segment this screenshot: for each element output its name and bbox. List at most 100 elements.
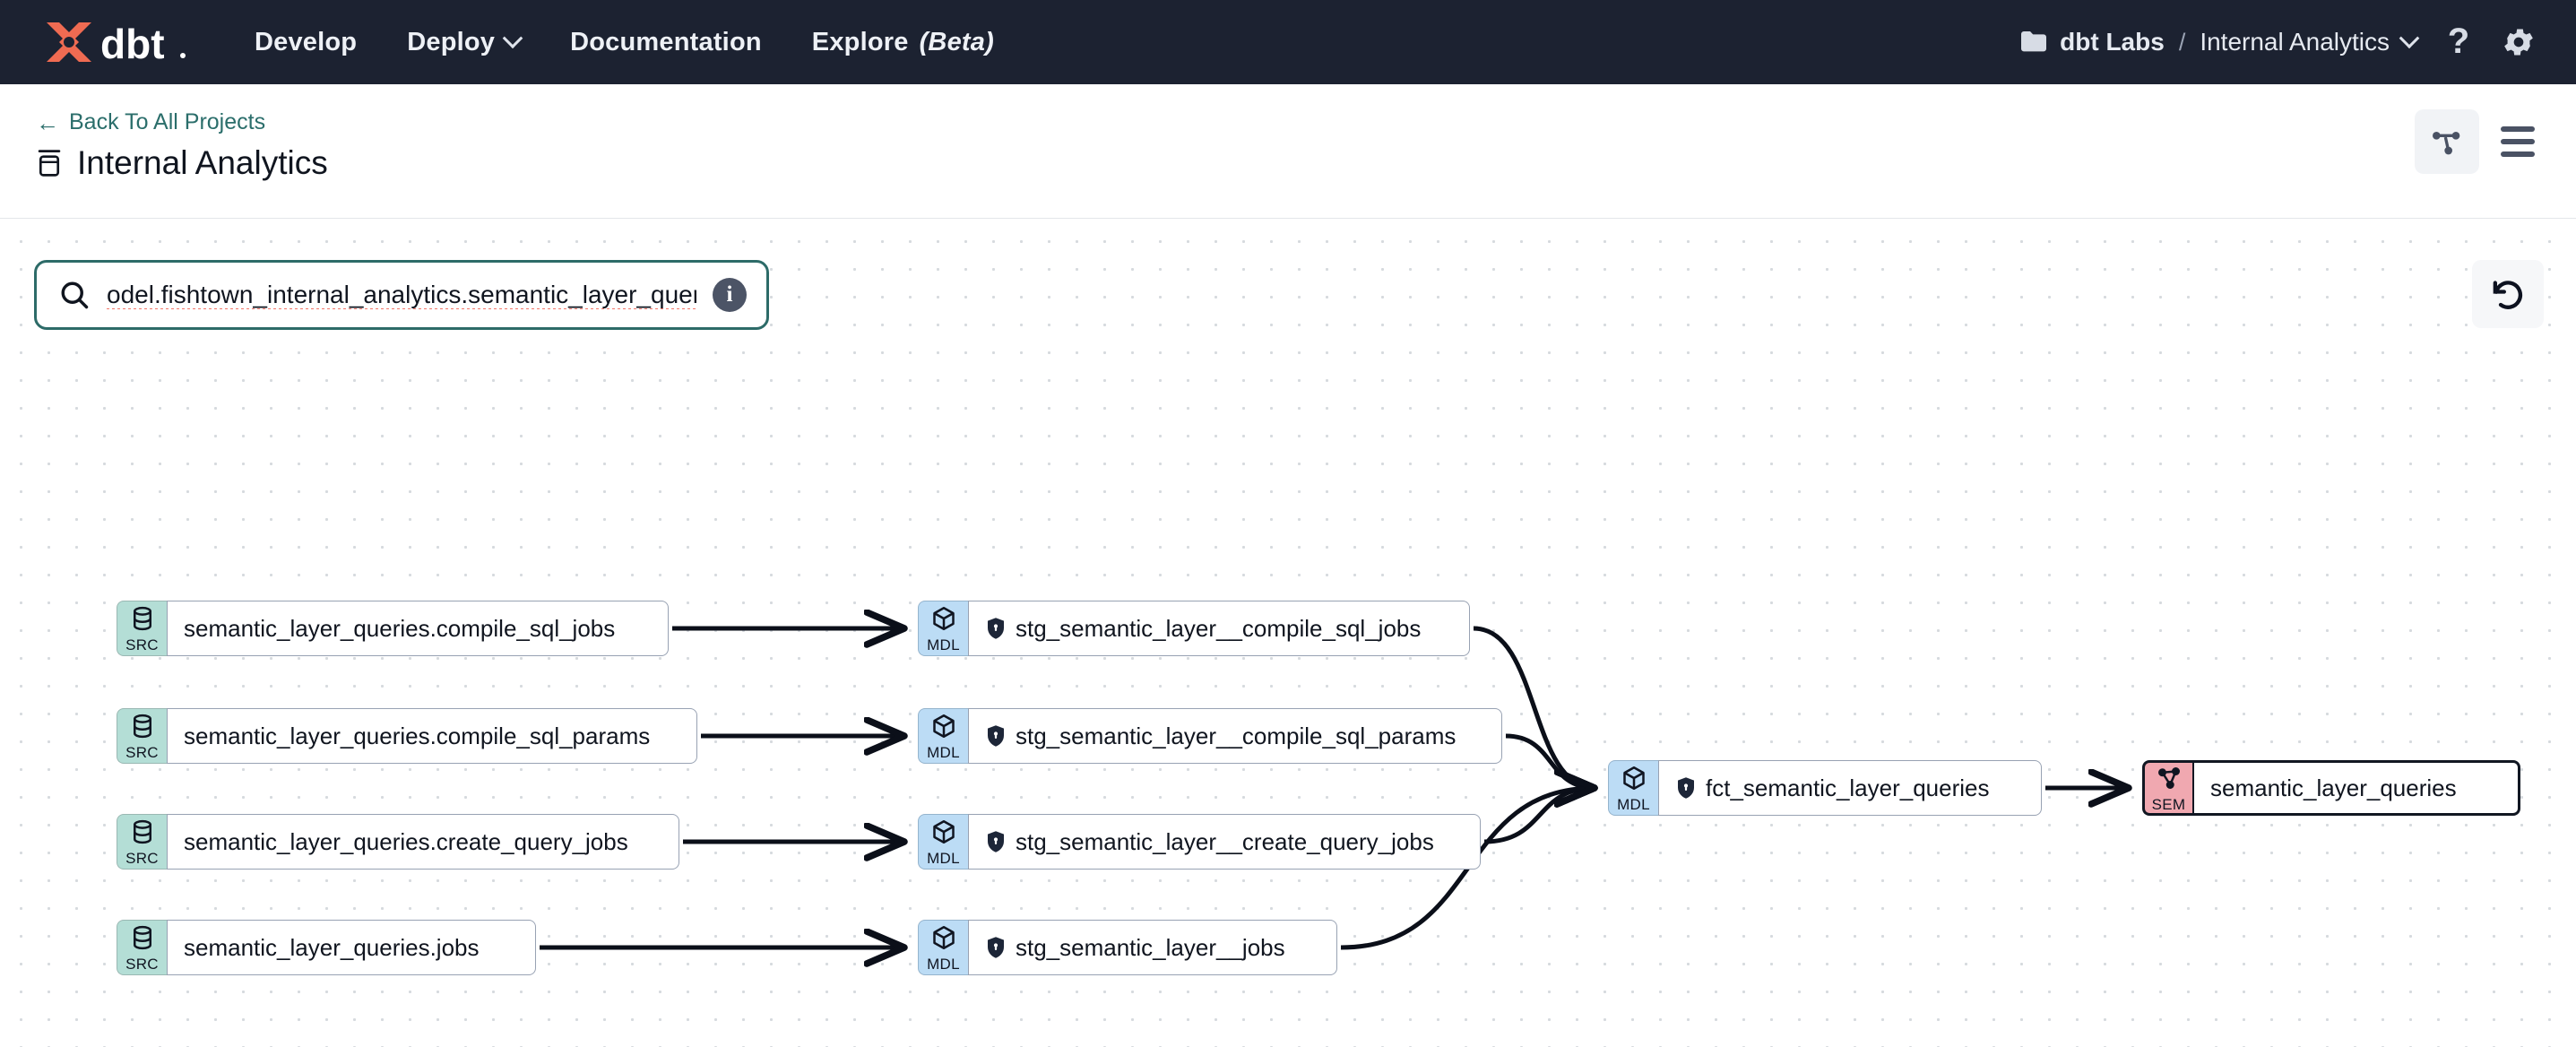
graph-node-mdl2[interactable]: MDL stg_semantic_layer__compile_sql_param… <box>918 708 1502 764</box>
reset-rotate-left-icon <box>2493 281 2523 309</box>
node-type-badge-mdl: MDL <box>918 708 968 764</box>
node-type-badge-mdl: MDL <box>918 814 968 870</box>
node-type-badge-src: SRC <box>117 708 167 764</box>
node-type-label: MDL <box>927 849 960 867</box>
shield-icon <box>988 725 1004 747</box>
gear-icon[interactable] <box>2501 24 2537 60</box>
shield-icon <box>1675 776 1697 800</box>
lineage-graph-icon <box>2433 132 2460 155</box>
node-label: fct_semantic_layer_queries <box>1706 774 1990 801</box>
reset-view-button[interactable] <box>2472 260 2544 328</box>
node-label: stg_semantic_layer__jobs <box>1016 933 1285 961</box>
graph-node-mdl4[interactable]: MDL stg_semantic_layer__jobs <box>918 920 1337 975</box>
top-navigation-bar: dbt Develop Deploy Documentation Explore… <box>0 0 2576 84</box>
node-type-badge-mdl: MDL <box>918 920 968 975</box>
folder-icon <box>2021 31 2047 52</box>
nav-item-explore[interactable]: Explore (Beta) <box>812 28 994 57</box>
node-label: stg_semantic_layer__compile_sql_jobs <box>1016 614 1422 642</box>
cube-icon <box>930 713 957 744</box>
org-breadcrumb[interactable]: dbt Labs <box>2020 28 2165 56</box>
project-header: ← Back To All Projects Internal Analytic… <box>0 84 2576 219</box>
shield-icon <box>1678 777 1694 799</box>
node-body[interactable]: fct_semantic_layer_queries <box>1658 760 2042 816</box>
nav-right-cluster: dbt Labs / Internal Analytics ? <box>2020 24 2537 60</box>
node-body[interactable]: stg_semantic_layer__compile_sql_params <box>968 708 1502 764</box>
node-type-badge-src: SRC <box>117 814 167 870</box>
node-body[interactable]: semantic_layer_queries.create_query_jobs <box>167 814 679 870</box>
graph-node-fct1[interactable]: MDL fct_semantic_layer_queries <box>1608 760 2042 816</box>
shield-icon <box>988 937 1004 958</box>
nav-item-documentation-label: Documentation <box>570 27 762 56</box>
graph-node-mdl3[interactable]: MDL stg_semantic_layer__create_query_jobs <box>918 814 1481 870</box>
node-type-label: SRC <box>125 743 159 761</box>
nav-item-develop[interactable]: Develop <box>255 28 357 57</box>
search-input[interactable]: odel.fishtown_internal_analytics.semanti… <box>34 260 769 330</box>
search-icon <box>61 281 89 309</box>
nav-item-deploy-label: Deploy <box>407 27 496 56</box>
node-body[interactable]: semantic_layer_queries.compile_sql_jobs <box>167 601 669 656</box>
svg-text:dbt: dbt <box>100 21 165 67</box>
node-type-badge-sem: SEM <box>2142 760 2192 816</box>
nav-item-develop-label: Develop <box>255 27 358 56</box>
node-type-badge-mdl: MDL <box>1608 760 1658 816</box>
nav-item-documentation[interactable]: Documentation <box>570 28 762 57</box>
lineage-graph-toggle-button[interactable] <box>2415 109 2479 174</box>
node-label: semantic_layer_queries.jobs <box>184 933 480 961</box>
hamburger-menu-icon[interactable] <box>2499 119 2537 164</box>
help-icon[interactable]: ? <box>2443 24 2474 60</box>
graph-node-src1[interactable]: SRC semantic_layer_queries.compile_sql_jo… <box>117 601 669 656</box>
graph-node-src2[interactable]: SRC semantic_layer_queries.compile_sql_pa… <box>117 708 697 764</box>
shield-icon <box>985 724 1007 748</box>
cube-icon <box>1621 765 1647 796</box>
node-label: stg_semantic_layer__compile_sql_params <box>1016 722 1457 749</box>
database-cylinder-icon <box>129 818 156 850</box>
node-body[interactable]: stg_semantic_layer__jobs <box>968 920 1337 975</box>
info-icon[interactable]: i <box>713 278 747 312</box>
node-label: semantic_layer_queries.create_query_jobs <box>184 827 628 855</box>
graph-node-sem1[interactable]: SEM semantic_layer_queries <box>2142 760 2520 816</box>
nav-item-explore-label: Explore <box>811 27 909 56</box>
node-body[interactable]: semantic_layer_queries.compile_sql_param… <box>167 708 697 764</box>
node-type-label: SRC <box>125 636 159 653</box>
left-arrow-icon: ← <box>36 108 59 136</box>
node-type-label: MDL <box>927 743 960 761</box>
dbt-logo-icon: dbt <box>47 21 186 67</box>
search-input-value[interactable]: odel.fishtown_internal_analytics.semanti… <box>107 281 696 308</box>
graph-node-mdl1[interactable]: MDL stg_semantic_layer__compile_sql_jobs <box>918 601 1470 656</box>
page-title-text: Internal Analytics <box>77 144 328 181</box>
edge-mdl2-to-fct1 <box>1505 733 1595 788</box>
project-header-left: ← Back To All Projects Internal Analytic… <box>36 102 328 182</box>
node-type-label: MDL <box>927 955 960 973</box>
node-body[interactable]: stg_semantic_layer__compile_sql_jobs <box>968 601 1470 656</box>
node-type-badge-src: SRC <box>117 601 167 656</box>
node-type-badge-mdl: MDL <box>918 601 968 656</box>
node-label: semantic_layer_queries.compile_sql_jobs <box>184 614 616 642</box>
back-to-all-projects-link[interactable]: ← Back To All Projects <box>36 109 328 135</box>
node-label: semantic_layer_queries <box>2210 774 2457 801</box>
node-body[interactable]: semantic_layer_queries.jobs <box>167 920 536 975</box>
dbt-logo[interactable]: dbt <box>39 17 192 67</box>
nav-item-deploy[interactable]: Deploy <box>407 27 523 57</box>
lineage-canvas[interactable]: odel.fishtown_internal_analytics.semanti… <box>0 219 2576 1047</box>
node-label: stg_semantic_layer__create_query_jobs <box>1016 827 1434 855</box>
cube-icon <box>930 605 957 636</box>
breadcrumb-separator: / <box>2178 28 2186 56</box>
node-body[interactable]: semantic_layer_queries <box>2192 760 2520 816</box>
shield-icon <box>985 936 1007 959</box>
database-icon <box>38 150 61 177</box>
node-body[interactable]: stg_semantic_layer__create_query_jobs <box>968 814 1481 870</box>
chevron-down-icon <box>502 28 523 49</box>
shield-icon <box>988 831 1004 852</box>
graph-node-src3[interactable]: SRC semantic_layer_queries.create_query_j… <box>117 814 679 870</box>
cube-icon <box>930 924 957 956</box>
node-type-badge-src: SRC <box>117 920 167 975</box>
graph-node-src4[interactable]: SRC semantic_layer_queries.jobs <box>117 920 536 975</box>
semantic-graph-icon <box>2156 765 2183 796</box>
project-breadcrumb[interactable]: Internal Analytics <box>2200 28 2420 56</box>
node-type-label: SRC <box>125 955 159 973</box>
back-to-all-projects-label: Back To All Projects <box>69 109 266 134</box>
cube-icon <box>930 818 957 850</box>
database-cylinder-icon <box>129 924 156 956</box>
org-name: dbt Labs <box>2060 28 2165 56</box>
shield-icon <box>988 618 1004 639</box>
